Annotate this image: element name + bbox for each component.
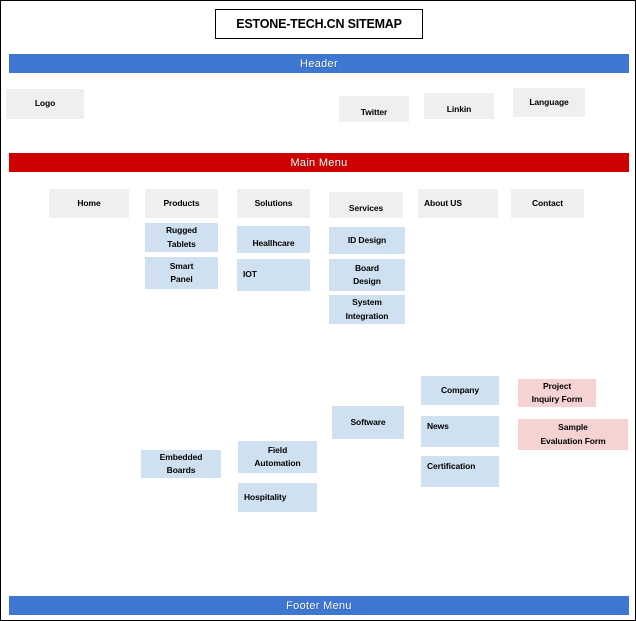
node-about-us-label: About US [424, 197, 462, 208]
node-hospitality[interactable]: Hospitality [238, 483, 317, 512]
node-news[interactable]: News [421, 416, 499, 447]
node-software-label: Software [350, 416, 386, 427]
node-company-label: Company [440, 384, 480, 395]
node-sample-evaluation-form[interactable]: Sample Evaluation Form [518, 419, 628, 450]
node-project-inquiry-form[interactable]: Project Inquiry Form [518, 379, 596, 407]
node-logo-label: Logo [34, 98, 56, 109]
node-embedded-boards[interactable]: Embedded Boards [141, 450, 221, 478]
node-twitter-label: Twitter [360, 107, 388, 118]
node-linkin-label: Linkin [446, 104, 472, 115]
node-hospitality-label: Hospitality [244, 491, 287, 502]
node-healthcare-label: Heallhcare [252, 237, 295, 248]
node-solutions[interactable]: Solutions [237, 189, 310, 218]
node-rugged-tablets-label: Rugged Tablets [165, 225, 198, 249]
node-language-label: Language [529, 96, 569, 107]
main-menu-band-label: Main Menu [290, 156, 348, 169]
node-certification-label: Certification [427, 461, 476, 471]
node-contact-label: Contact [532, 197, 563, 208]
node-smart-panel[interactable]: Smart Panel [145, 257, 218, 289]
node-smart-panel-label: Smart Panel [169, 260, 194, 284]
node-iot[interactable]: IOT [237, 259, 310, 291]
node-healthcare[interactable]: Heallhcare [237, 226, 310, 253]
node-home-label: Home [77, 197, 101, 208]
node-about-us[interactable]: About US [418, 189, 498, 218]
node-home[interactable]: Home [49, 189, 129, 218]
node-field-automation[interactable]: Field Automation [238, 441, 317, 473]
node-iot-label: IOT [243, 269, 257, 280]
node-logo[interactable]: Logo [6, 89, 84, 119]
node-services-label: Services [348, 203, 384, 214]
main-menu-band: Main Menu [9, 153, 629, 172]
node-project-inquiry-form-label: Project Inquiry Form [531, 380, 583, 404]
node-certification[interactable]: Certification [421, 456, 499, 487]
node-solutions-label: Solutions [254, 197, 293, 208]
header-band: Header [9, 54, 629, 73]
footer-band-label: Footer Menu [286, 599, 352, 612]
node-field-automation-label: Field Automation [254, 444, 301, 468]
node-linkin[interactable]: Linkin [424, 93, 494, 119]
node-system-integration[interactable]: System Integration [329, 295, 405, 324]
diagram-title-label: ESTONE-TECH.CN SITEMAP [236, 17, 402, 31]
node-id-design[interactable]: ID Design [329, 227, 405, 254]
header-band-label: Header [300, 57, 338, 70]
node-services[interactable]: Services [329, 192, 403, 218]
node-products-label: Products [163, 197, 200, 208]
node-rugged-tablets[interactable]: Rugged Tablets [145, 223, 218, 252]
node-system-integration-label: System Integration [345, 297, 389, 321]
node-software[interactable]: Software [332, 406, 404, 439]
node-products[interactable]: Products [145, 189, 218, 218]
node-twitter[interactable]: Twitter [339, 96, 409, 122]
node-language[interactable]: Language [513, 88, 585, 117]
node-company[interactable]: Company [421, 376, 499, 405]
node-id-design-label: ID Design [347, 234, 387, 245]
node-sample-evaluation-form-label: Sample Evaluation Form [540, 422, 606, 446]
node-news-label: News [427, 421, 449, 431]
node-board-design[interactable]: Board Design [329, 259, 405, 291]
node-embedded-boards-label: Embedded Boards [159, 451, 203, 475]
footer-band: Footer Menu [9, 596, 629, 615]
diagram-title: ESTONE-TECH.CN SITEMAP [215, 9, 423, 39]
node-board-design-label: Board Design [353, 262, 381, 286]
node-contact[interactable]: Contact [511, 189, 584, 218]
